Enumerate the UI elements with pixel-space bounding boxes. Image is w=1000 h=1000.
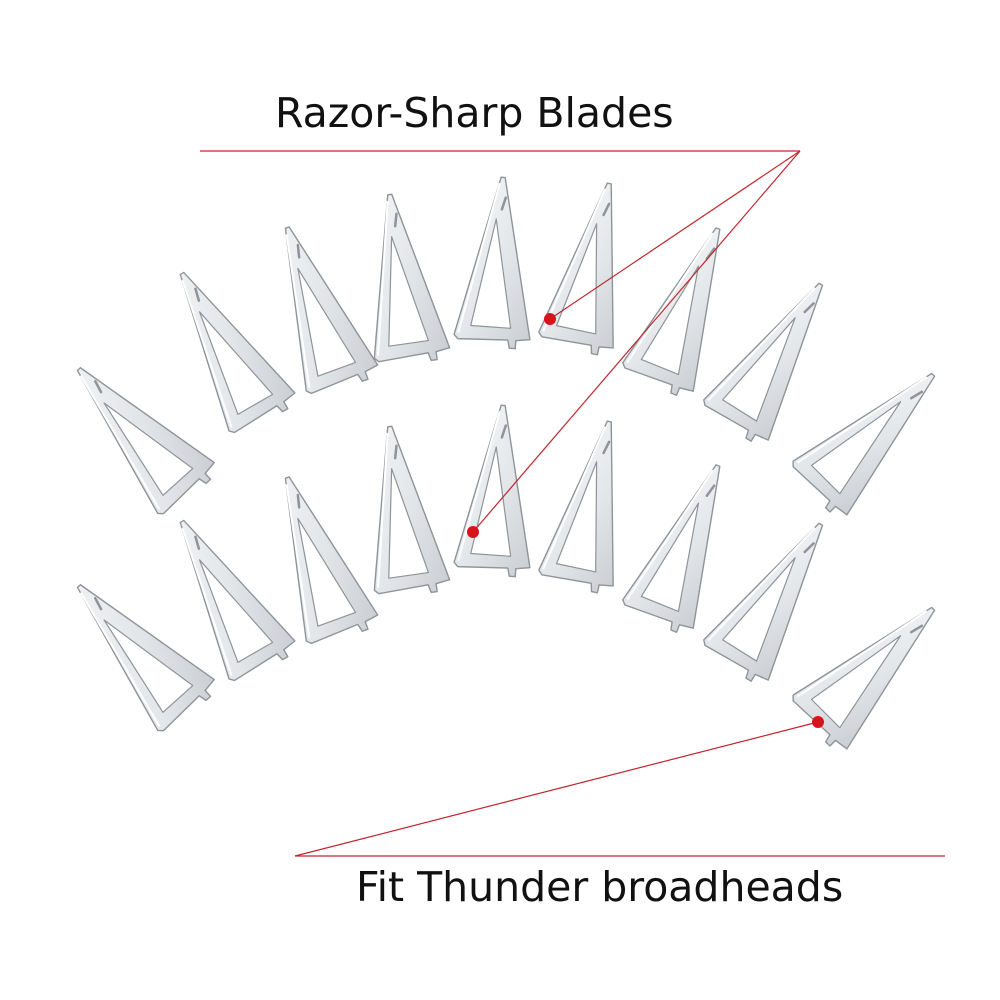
marker-dot-last-blade [812, 716, 824, 728]
blade-upper-9 [792, 372, 936, 516]
blade-lower-5 [453, 404, 531, 578]
marker-dot-lower-blade [467, 526, 479, 538]
blade-lower-7 [622, 464, 721, 633]
blade-lower-4 [373, 425, 451, 595]
blade-lower-1 [76, 584, 215, 732]
caption-fit-thunder-broadheads: Fit Thunder broadheads [356, 863, 844, 911]
blade-lower-3 [284, 476, 379, 645]
marker-dot-upper-blade [544, 313, 556, 325]
blade-row-upper [76, 176, 936, 516]
blade-lower-2 [179, 519, 296, 682]
bottom-leader-line [294, 721, 819, 857]
blade-upper-6 [538, 182, 614, 356]
blade-upper-5 [453, 176, 531, 350]
blade-upper-2 [179, 271, 296, 434]
caption-razor-sharp-blades: Razor-Sharp Blades [275, 89, 674, 137]
blade-lower-8 [703, 522, 824, 682]
blade-row-lower [76, 404, 936, 750]
blade-upper-1 [76, 367, 215, 515]
blade-lower-9 [792, 606, 936, 750]
top-leader-line-2 [472, 150, 801, 533]
blade-upper-7 [622, 227, 721, 396]
blade-upper-3 [284, 226, 379, 395]
blade-lower-6 [538, 420, 614, 594]
top-leader-line-1 [549, 150, 801, 320]
blade-upper-4 [373, 193, 451, 363]
blade-upper-8 [703, 282, 824, 442]
